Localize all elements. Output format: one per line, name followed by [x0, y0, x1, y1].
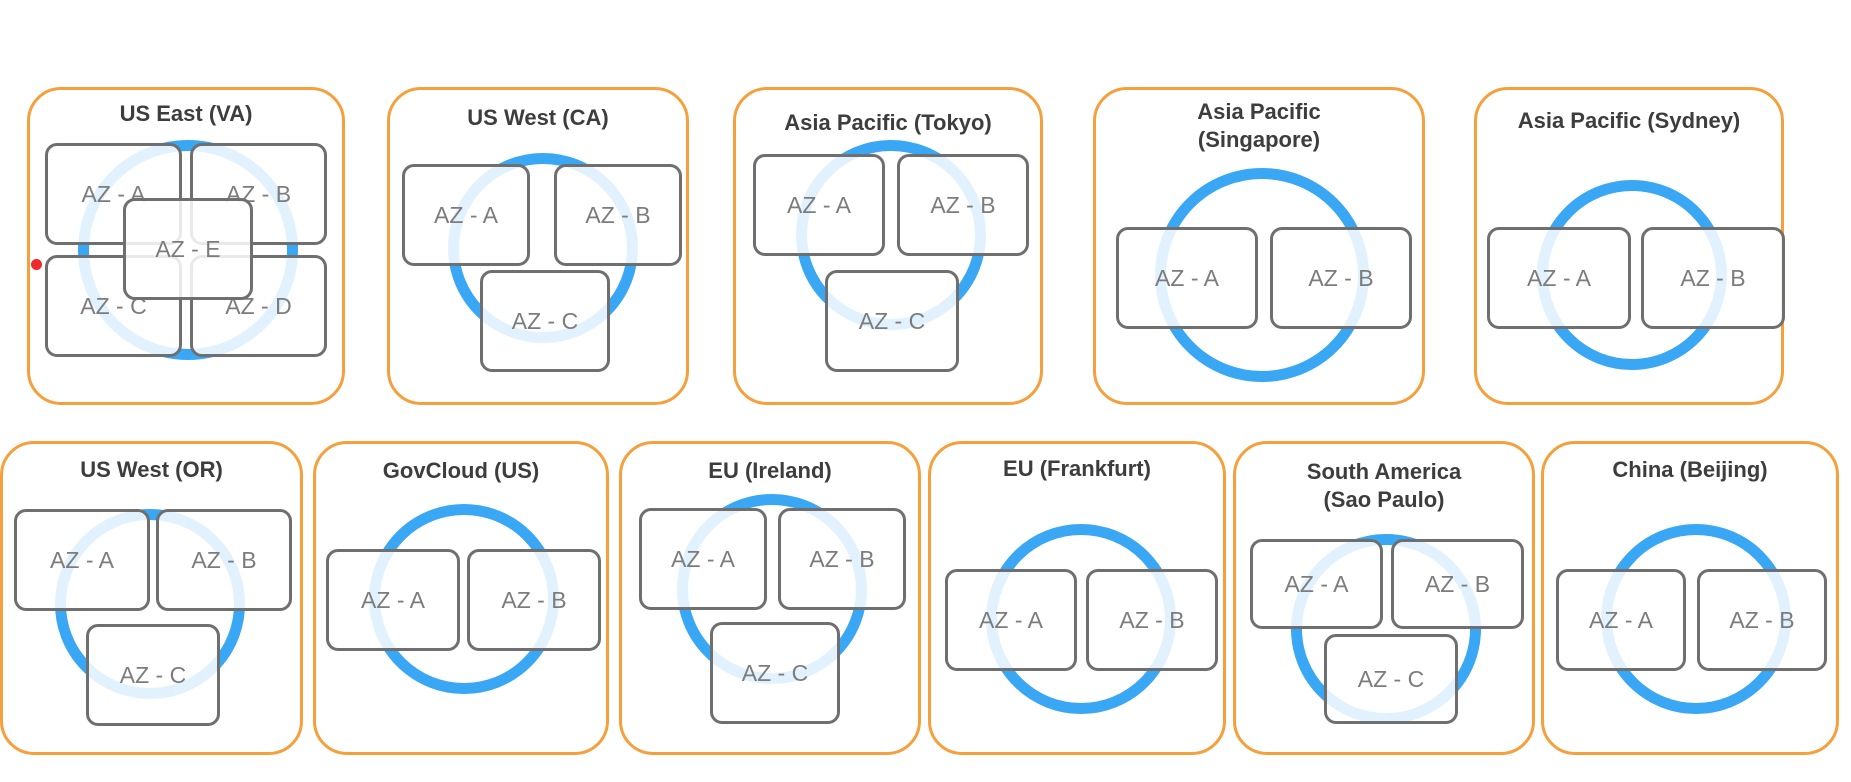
availability-zone-box: AZ - B — [156, 509, 292, 611]
availability-zone-box: AZ - A — [1487, 227, 1631, 329]
availability-zone-box: AZ - B — [554, 164, 682, 266]
region-title: EU (Ireland) — [708, 458, 832, 483]
availability-zone-box: AZ - B — [1697, 569, 1827, 671]
availability-zone-box: AZ - B — [1270, 227, 1412, 329]
availability-zone-box: AZ - C — [710, 622, 840, 724]
region-title: China (Beijing) — [1612, 457, 1768, 482]
region-title: US East (VA) — [119, 101, 253, 126]
region-title: EU (Frankfurt) — [1003, 456, 1151, 481]
region-title: US West (CA) — [467, 105, 609, 130]
availability-zone-box: AZ - C — [480, 270, 610, 372]
region-title: Asia Pacific (Tokyo) — [784, 110, 992, 135]
availability-zone-box: AZ - A — [1250, 539, 1383, 629]
availability-zone-box: AZ - B — [1641, 227, 1785, 329]
availability-zone-box: AZ - A — [753, 154, 885, 256]
region-title: Asia Pacific (Sydney) — [1517, 108, 1741, 133]
availability-zone-box: AZ - A — [639, 508, 767, 610]
availability-zone-box: AZ - A — [402, 164, 530, 266]
availability-zone-box: AZ - B — [1086, 569, 1218, 671]
availability-zone-box: AZ - B — [897, 154, 1029, 256]
region-ring — [78, 140, 298, 360]
availability-zone-box: AZ - A — [14, 509, 150, 611]
availability-zone-box: AZ - C — [86, 624, 220, 726]
availability-zone-box: AZ - B — [778, 508, 906, 610]
availability-zone-box: AZ - B — [1391, 539, 1524, 629]
availability-zone-box: AZ - A — [326, 549, 460, 651]
region-title: Asia Pacific (Singapore) — [1197, 99, 1321, 152]
availability-zone-box: AZ - B — [467, 549, 601, 651]
region-title: US West (OR) — [80, 457, 223, 482]
availability-zone-box: AZ - A — [1116, 227, 1258, 329]
cursor-dot — [31, 259, 42, 270]
availability-zone-box: AZ - A — [945, 569, 1077, 671]
availability-zone-box: AZ - C — [1324, 634, 1458, 724]
availability-zone-box: AZ - A — [1556, 569, 1686, 671]
region-title: GovCloud (US) — [382, 458, 540, 483]
region-title: South America (Sao Paulo) — [1306, 459, 1462, 512]
availability-zone-box: AZ - E — [123, 198, 253, 300]
availability-zone-box: AZ - C — [825, 270, 959, 372]
